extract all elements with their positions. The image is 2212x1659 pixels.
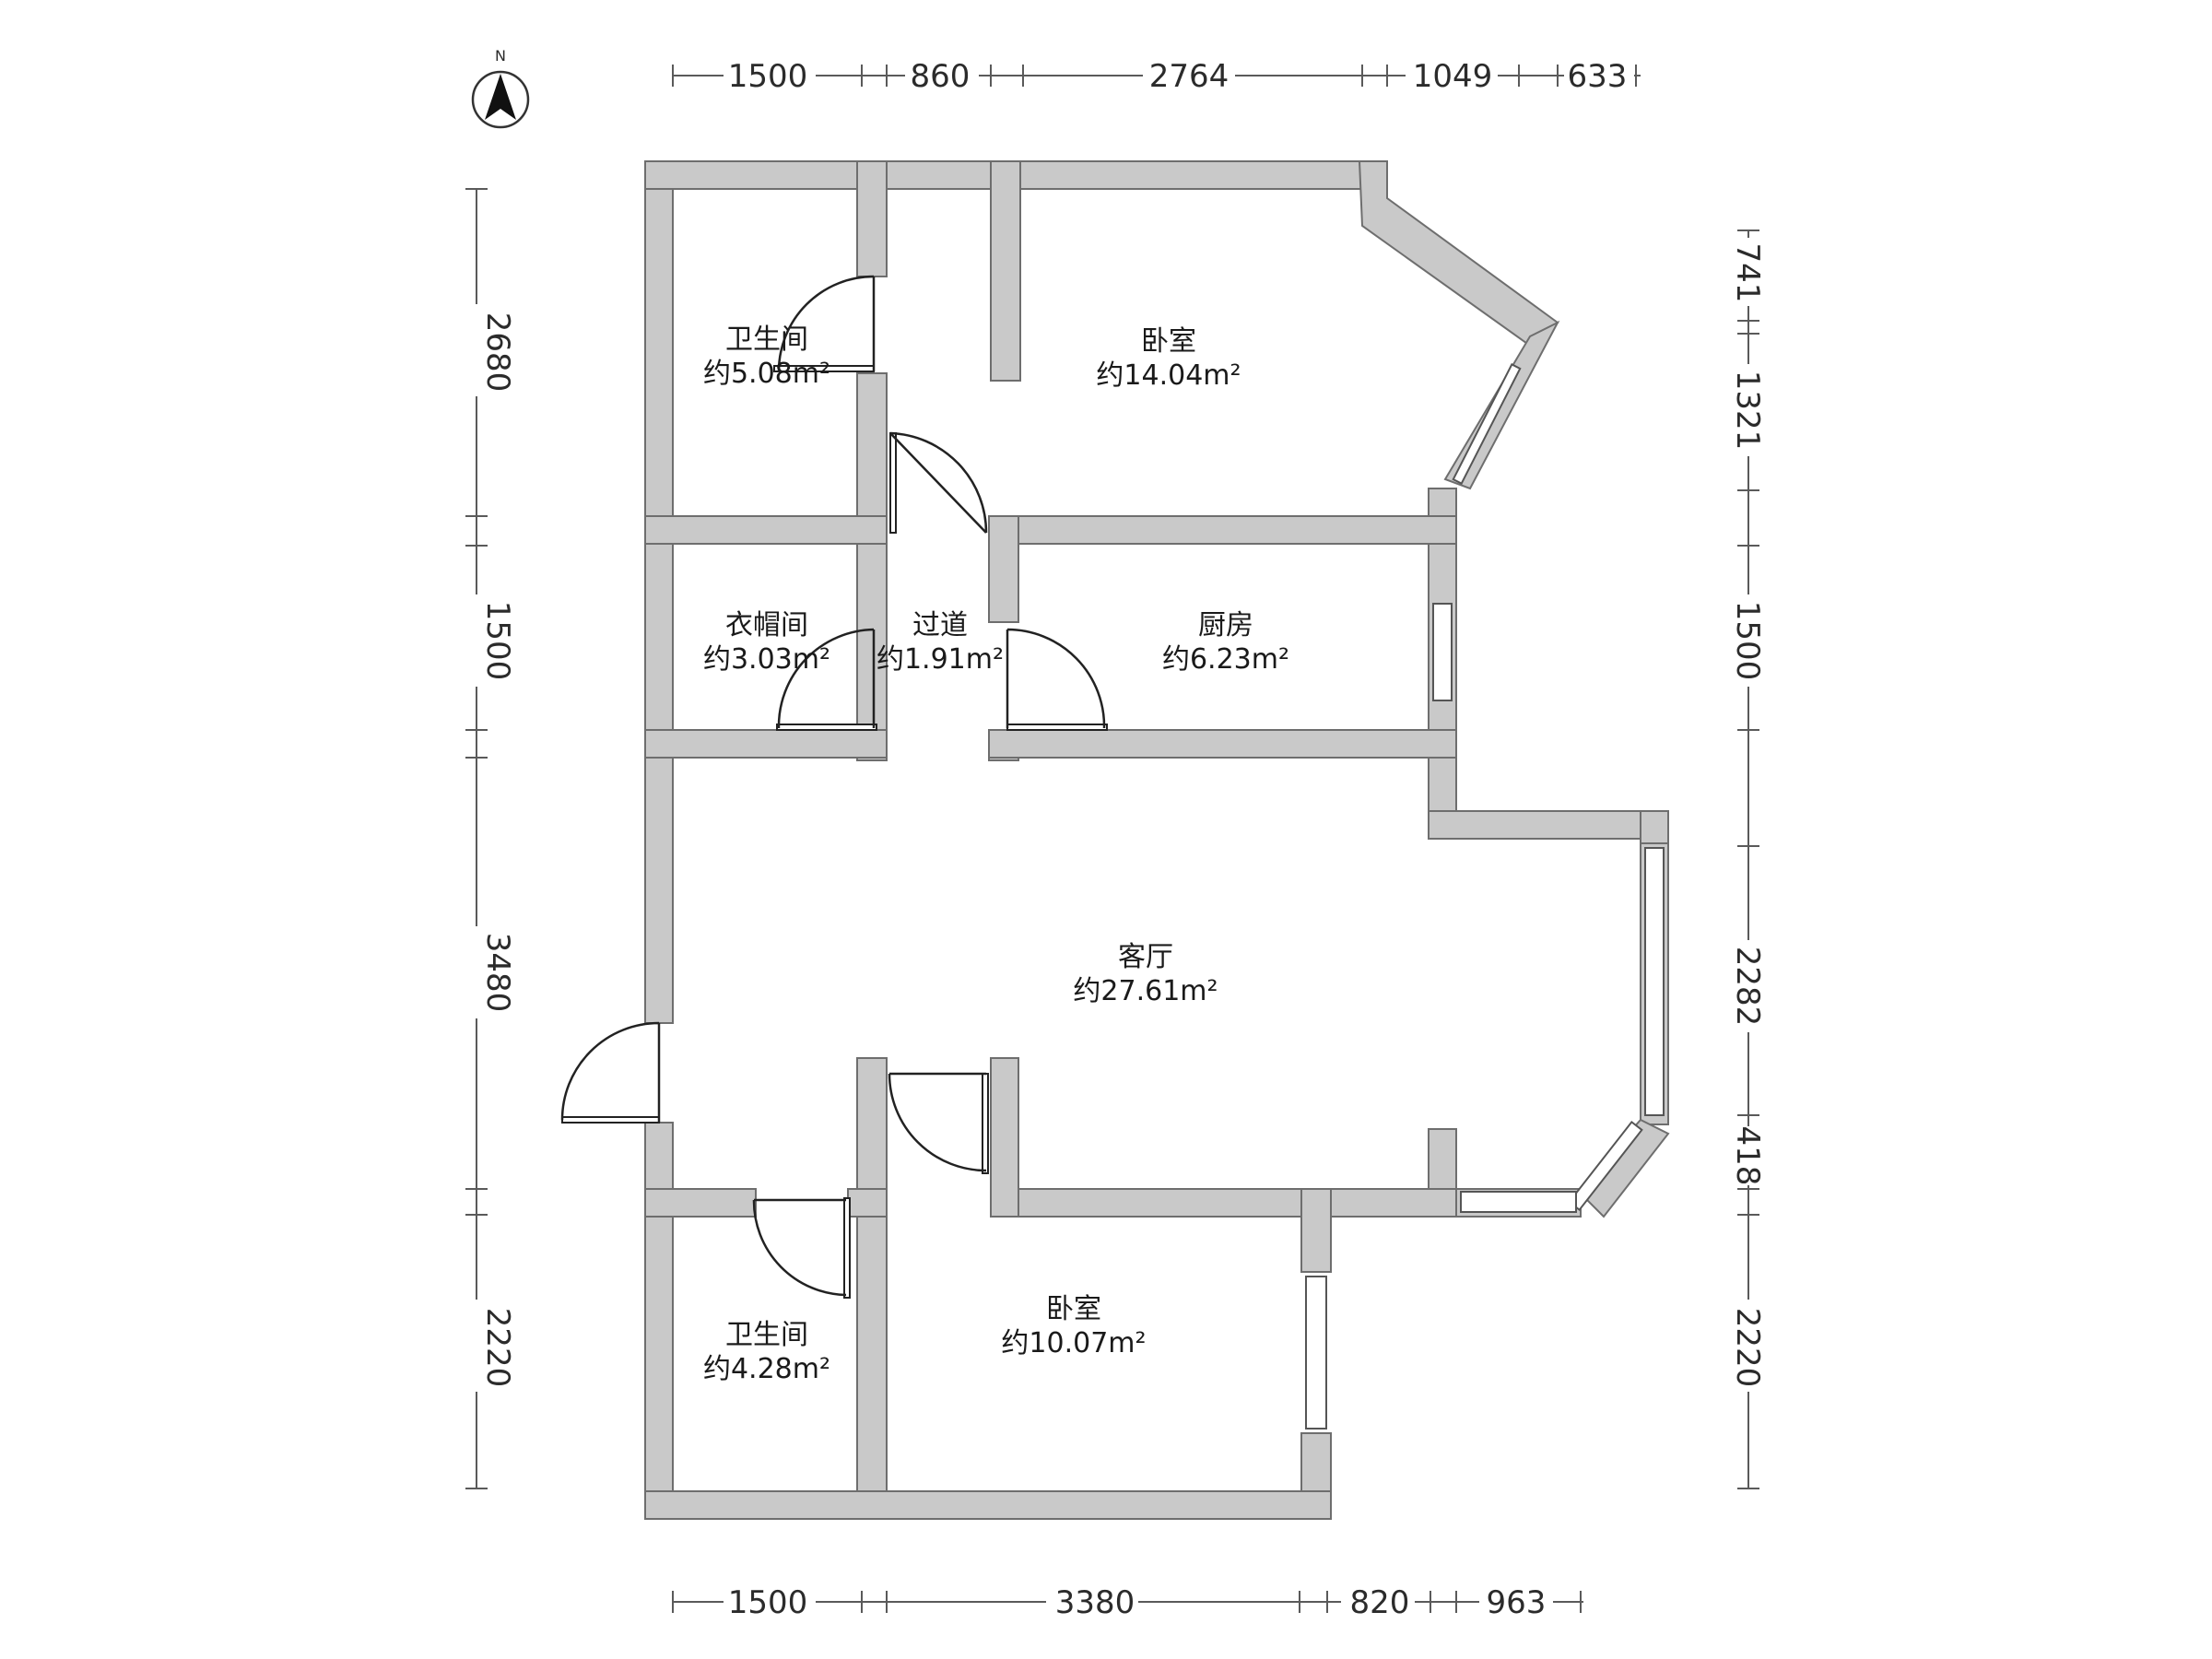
- walls: [644, 160, 1670, 1520]
- dim-bottom-4: 963: [1487, 1584, 1547, 1621]
- room-area: 约4.28m²: [703, 1353, 830, 1385]
- window-bedroom-2: [1305, 1276, 1327, 1430]
- compass-label: N: [495, 47, 506, 65]
- windows: [1305, 363, 1665, 1430]
- dim-left-2: 1500: [479, 601, 516, 681]
- window-kitchen: [1432, 603, 1453, 701]
- room-name: 卧室: [1141, 325, 1196, 358]
- room-name: 客厅: [1118, 941, 1173, 973]
- door-bedroom-1: [889, 431, 988, 534]
- dim-right-1: 741: [1729, 243, 1766, 303]
- room-area: 约10.07m²: [1001, 1327, 1146, 1359]
- dim-top-5: 633: [1568, 58, 1628, 95]
- room-corridor: 过道 约1.91m²: [877, 609, 1004, 676]
- room-name: 衣帽间: [725, 609, 808, 641]
- dim-right-3: 1500: [1729, 601, 1766, 681]
- dim-right-6: 2220: [1729, 1308, 1766, 1388]
- dim-right-2: 1321: [1729, 371, 1766, 451]
- window-living-bottom: [1460, 1191, 1577, 1213]
- dim-bottom-2: 3380: [1055, 1584, 1135, 1621]
- room-bedroom-2: 卧室 约10.07m²: [1001, 1293, 1146, 1359]
- dim-top-3: 2764: [1149, 58, 1230, 95]
- dim-bottom-3: 820: [1350, 1584, 1410, 1621]
- room-area: 约14.04m²: [1096, 359, 1241, 392]
- room-living: 客厅 约27.61m²: [1073, 941, 1218, 1007]
- dim-left-4: 2220: [479, 1308, 516, 1388]
- room-name: 卧室: [1046, 1293, 1101, 1325]
- dim-top-2: 860: [911, 58, 971, 95]
- dimension-labels-bottom: 1500 3380 820 963: [724, 1582, 1553, 1621]
- room-name: 卫生间: [725, 324, 808, 356]
- doors: [560, 275, 1108, 1299]
- door-bath-1: [773, 275, 876, 372]
- room-area: 约27.61m²: [1073, 975, 1218, 1007]
- door-bedroom-2: [888, 1072, 989, 1174]
- dim-left-1: 2680: [479, 312, 516, 393]
- room-closet: 衣帽间 约3.03m²: [703, 609, 830, 676]
- north-arrow-icon: [485, 74, 516, 120]
- door-closet: [776, 628, 877, 731]
- dim-left-3: 3480: [479, 933, 516, 1013]
- compass: N: [471, 47, 530, 129]
- room-bedroom-1: 卧室 约14.04m²: [1096, 325, 1241, 392]
- dim-right-5: 418: [1729, 1126, 1766, 1186]
- door-bath-2: [752, 1197, 851, 1299]
- room-name: 厨房: [1198, 609, 1253, 641]
- room-bath-2: 卫生间 约4.28m²: [703, 1319, 830, 1385]
- room-name: 过道: [912, 609, 968, 641]
- room-area: 约6.23m²: [1162, 643, 1289, 676]
- room-area: 约1.91m²: [877, 643, 1004, 676]
- room-bath-1: 卫生间 约5.08m²: [703, 324, 830, 390]
- dimension-labels-top: 1500 860 2764 1049 633: [724, 55, 1634, 95]
- door-entrance: [560, 1021, 661, 1124]
- room-name: 卫生间: [725, 1319, 808, 1351]
- dimension-labels-left: 2680 1500 3480 2220: [457, 304, 516, 1392]
- window-living-right: [1644, 847, 1665, 1116]
- room-kitchen: 厨房 约6.23m²: [1162, 609, 1289, 676]
- room-area: 约5.08m²: [703, 358, 830, 390]
- dim-right-4: 2282: [1729, 947, 1766, 1027]
- dim-top-4: 1049: [1413, 58, 1493, 95]
- dim-top-1: 1500: [728, 58, 808, 95]
- window-bedroom-1: [1452, 363, 1522, 485]
- dimension-labels-right: 741 1321 1500 2282 418 2220: [1729, 238, 1768, 1392]
- room-area: 约3.03m²: [703, 643, 830, 676]
- dim-bottom-1: 1500: [728, 1584, 808, 1621]
- door-kitchen: [1006, 628, 1108, 731]
